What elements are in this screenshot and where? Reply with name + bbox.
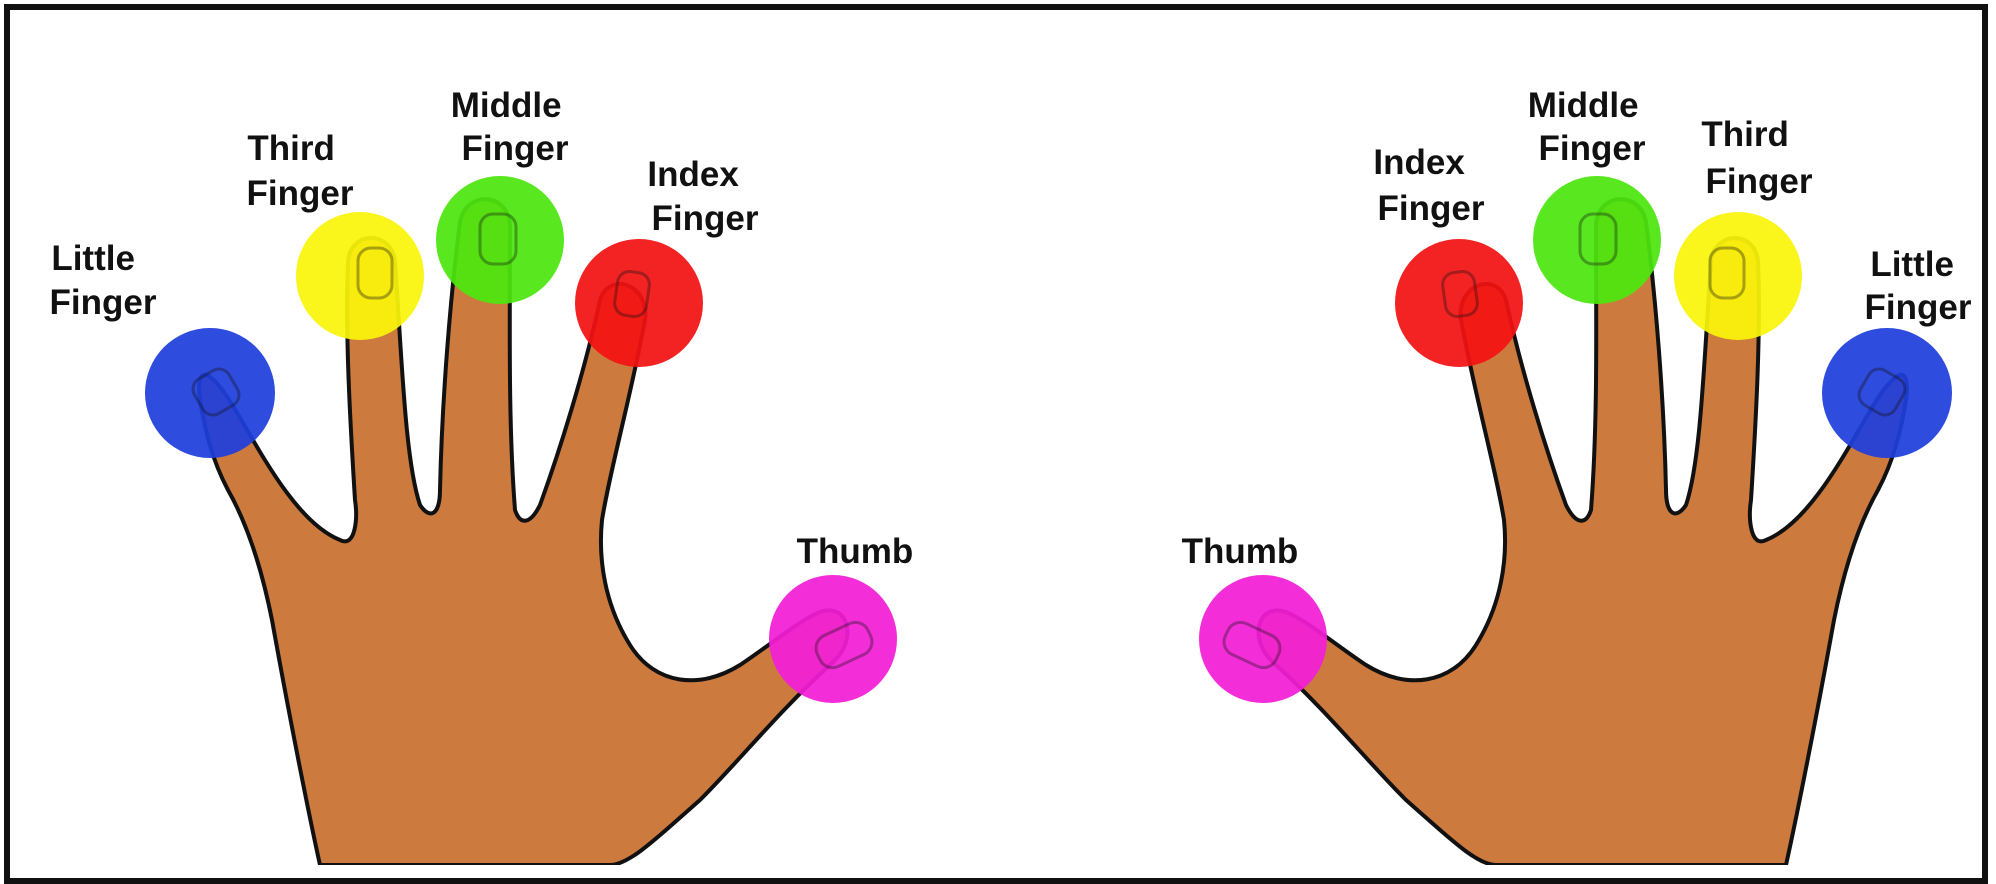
right-middle-nail-icon: [1578, 212, 1618, 266]
right-third-label: Third Finger: [1701, 115, 1812, 201]
right-third-nail-icon: [1708, 246, 1746, 300]
left-little-nail-icon: [191, 367, 241, 417]
right-thumb-nail-icon: [1222, 620, 1282, 670]
left-fingertips: [145, 176, 897, 703]
right-thumb-label: Thumb: [1182, 532, 1299, 571]
left-index-label: Index Finger: [647, 155, 758, 238]
right-index-finger-tip: [1395, 239, 1523, 367]
left-middle-label: Middle Finger: [451, 86, 572, 168]
right-index-label: Index Finger: [1373, 143, 1484, 228]
right-little-finger-tip: [1822, 328, 1952, 458]
left-thumb-tip: [769, 575, 897, 703]
left-third-nail-icon: [356, 246, 394, 300]
right-index-nail-icon: [1441, 270, 1479, 318]
left-thumb-nail-icon: [814, 620, 874, 670]
left-third-finger-tip: [296, 212, 424, 340]
right-middle-label: Middle Finger: [1528, 86, 1649, 168]
left-middle-finger-tip: [436, 176, 564, 304]
right-little-label: Little Finger: [1865, 245, 1972, 327]
left-little-label: Little Finger: [50, 239, 157, 322]
right-little-nail-icon: [1857, 367, 1907, 417]
left-thumb-label: Thumb: [797, 532, 914, 571]
left-index-nail-icon: [613, 270, 651, 318]
left-index-finger-tip: [575, 239, 703, 367]
right-third-finger-tip: [1674, 212, 1802, 340]
right-middle-finger-tip: [1533, 176, 1661, 304]
left-little-finger-tip: [145, 328, 275, 458]
left-middle-nail-icon: [478, 212, 518, 266]
right-labels: Index Finger Middle Finger Third Finger …: [1182, 86, 1972, 571]
hands-diagram: Little Finger Third Finger Middle Finger…: [50, 86, 1972, 865]
right-fingertips: [1199, 176, 1952, 703]
left-labels: Little Finger Third Finger Middle Finger…: [50, 86, 914, 571]
left-third-label: Third Finger: [247, 129, 354, 213]
right-thumb-tip: [1199, 575, 1327, 703]
